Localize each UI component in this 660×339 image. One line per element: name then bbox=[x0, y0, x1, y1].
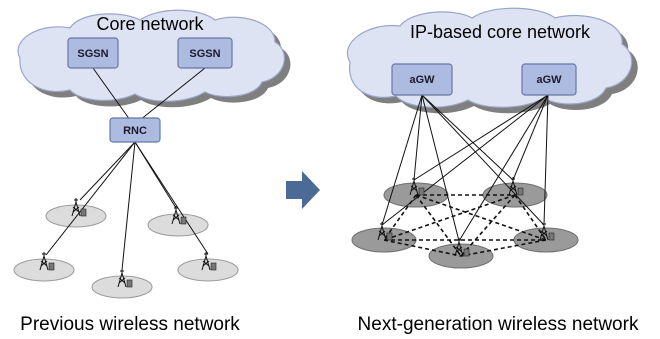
rnc-node: RNC bbox=[109, 117, 161, 143]
agw-node-1: aGW bbox=[391, 63, 453, 96]
sgsn-node-1: SGSN bbox=[67, 37, 119, 69]
cell-coverage bbox=[13, 258, 75, 282]
left-core-cloud: Core network bbox=[17, 9, 291, 108]
agw-enb-links bbox=[381, 94, 549, 242]
sgsn-label: SGSN bbox=[189, 48, 220, 60]
right-cloud-title: IP-based core network bbox=[410, 22, 591, 42]
rnc-links bbox=[45, 141, 209, 271]
sgsn-rnc-link bbox=[92, 67, 131, 121]
cell-coverage bbox=[91, 275, 153, 299]
right-core-cloud: IP-based core network bbox=[347, 7, 638, 114]
cell-coverage bbox=[45, 204, 107, 228]
cell-coverage bbox=[177, 258, 239, 282]
left-caption: Previous wireless network bbox=[20, 314, 240, 335]
sgsn-node-2: SGSN bbox=[177, 37, 233, 69]
agw-node-2: aGW bbox=[521, 63, 577, 96]
agw-label: aGW bbox=[409, 74, 435, 86]
right-caption: Next-generation wireless network bbox=[358, 314, 639, 335]
left-cloud-title: Core network bbox=[96, 14, 204, 34]
sgsn-label: SGSN bbox=[77, 48, 108, 60]
evolution-arrow-icon bbox=[286, 171, 320, 209]
agw-label: aGW bbox=[536, 74, 562, 86]
sgsn-rnc-link bbox=[139, 67, 206, 121]
rnc-label: RNC bbox=[123, 125, 147, 137]
